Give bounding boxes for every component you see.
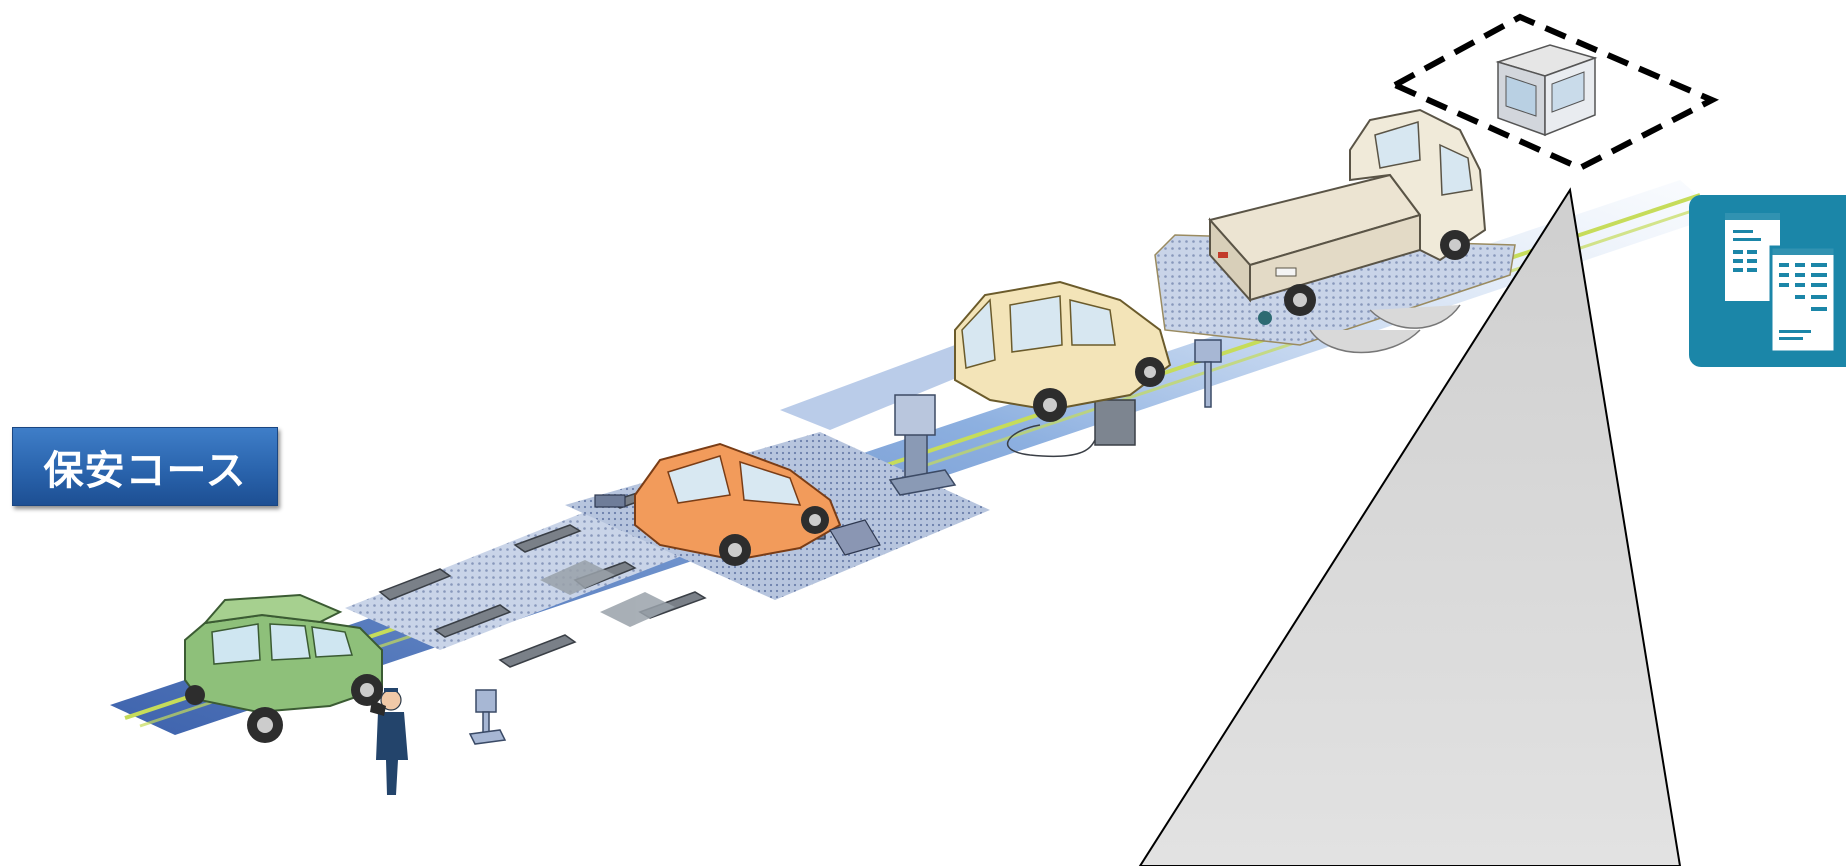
beige-van	[954, 280, 1172, 422]
white-truck	[1154, 108, 1516, 354]
orange-car	[594, 442, 881, 566]
green-car	[184, 593, 383, 743]
documents-icon	[1689, 195, 1846, 367]
highlight-dashed-box	[1388, 13, 1720, 172]
course-title-label: 保安コース	[12, 427, 278, 506]
control-post	[1194, 339, 1222, 408]
headlight-tester	[888, 394, 957, 496]
inspector-booth-icon	[1495, 44, 1598, 137]
inspector-person	[370, 688, 408, 795]
control-post	[468, 689, 507, 745]
exhaust-tester	[1006, 399, 1136, 458]
callout-pointer	[1138, 187, 1682, 866]
